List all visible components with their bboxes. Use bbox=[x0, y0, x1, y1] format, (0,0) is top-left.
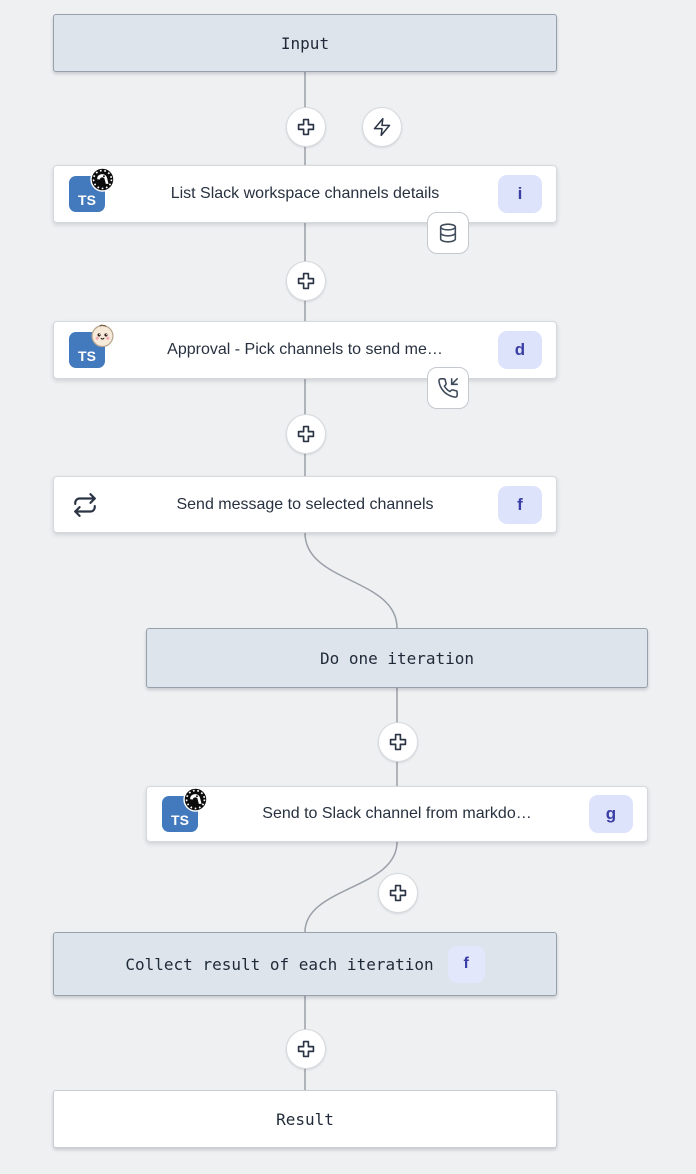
step-id-badge: f bbox=[498, 485, 542, 524]
collect-result-node[interactable]: Collect result of each iteration f bbox=[53, 932, 557, 996]
step-node-approval-pick-channels[interactable]: TS Approval - Pick channels to send me… … bbox=[53, 321, 557, 379]
step-title: Approval - Pick channels to send me… bbox=[167, 341, 443, 358]
step-title: Send to Slack channel from markdo… bbox=[262, 805, 532, 822]
input-node-label: Input bbox=[280, 33, 330, 53]
result-node[interactable]: Result bbox=[53, 1090, 557, 1148]
typescript-icon: TS bbox=[162, 796, 198, 832]
database-icon bbox=[439, 223, 457, 243]
iteration-node[interactable]: Do one iteration bbox=[146, 628, 648, 688]
plus-icon bbox=[297, 425, 315, 443]
add-step-button[interactable] bbox=[286, 261, 326, 301]
step-id-badge: d bbox=[498, 331, 542, 369]
add-step-button[interactable] bbox=[378, 873, 418, 913]
step-node-forloop-send-message[interactable]: Send message to selected channels f bbox=[53, 476, 557, 533]
phone-incoming-icon bbox=[438, 378, 458, 398]
add-step-button[interactable] bbox=[286, 107, 326, 147]
result-node-label: Result bbox=[276, 1109, 334, 1129]
plus-icon bbox=[297, 1040, 315, 1058]
deno-runtime-icon bbox=[90, 167, 115, 192]
bun-runtime-icon bbox=[91, 324, 114, 348]
iteration-node-label: Do one iteration bbox=[319, 648, 475, 668]
step-title: Send message to selected channels bbox=[176, 495, 434, 513]
step-title: List Slack workspace channels details bbox=[170, 185, 440, 202]
wire-step3-iteration bbox=[304, 532, 398, 629]
language-icon-group: TS bbox=[69, 167, 115, 212]
add-step-button[interactable] bbox=[286, 1029, 326, 1069]
cache-chip-button[interactable] bbox=[427, 212, 469, 254]
plus-icon bbox=[389, 733, 407, 751]
step-node-send-to-slack-channel[interactable]: TS Send to Slack channel from markdo… g bbox=[146, 786, 648, 842]
input-node[interactable]: Input bbox=[53, 14, 557, 72]
wire-step4-collect bbox=[304, 841, 398, 933]
language-icon-group: TS bbox=[162, 787, 208, 832]
step-node-list-slack-channels[interactable]: TS List Slack workspace channels details… bbox=[53, 165, 557, 223]
plus-icon bbox=[389, 884, 407, 902]
suspend-chip-button[interactable] bbox=[427, 367, 469, 409]
collect-result-label: Collect result of each iteration bbox=[125, 954, 434, 974]
language-icon-group: TS bbox=[69, 324, 114, 368]
repeat-loop-icon bbox=[74, 492, 96, 517]
deno-runtime-icon bbox=[183, 787, 208, 812]
step-id-badge: f bbox=[447, 945, 485, 983]
plus-icon bbox=[297, 118, 315, 136]
add-trigger-button[interactable] bbox=[362, 107, 402, 147]
step-id-badge: i bbox=[498, 175, 542, 213]
plus-icon bbox=[297, 272, 315, 290]
add-step-button[interactable] bbox=[286, 414, 326, 454]
step-id-badge: g bbox=[589, 795, 633, 833]
add-step-button[interactable] bbox=[378, 722, 418, 762]
zap-icon bbox=[373, 117, 391, 137]
